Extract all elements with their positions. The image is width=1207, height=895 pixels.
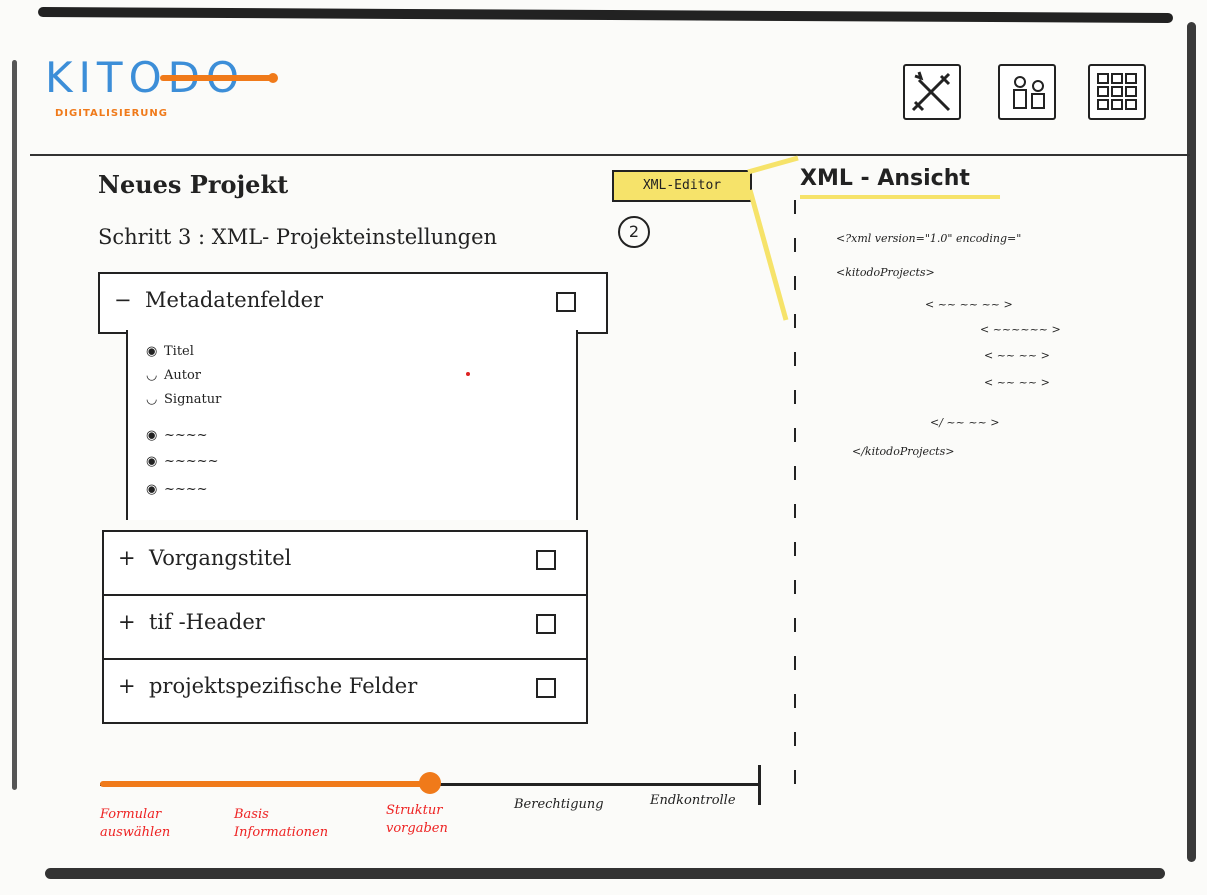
section-checkbox[interactable] [556, 292, 576, 312]
eye-closed-icon[interactable]: ◡ [146, 368, 158, 383]
frame-bottom-edge [45, 868, 1165, 879]
xml-line: < ~~ ~~ > [984, 376, 1050, 389]
red-dot-marker [466, 372, 470, 376]
xml-view-title: XML - Ansicht [800, 166, 970, 191]
field-item[interactable]: ◉~~~~ [146, 482, 208, 497]
progress-knob[interactable] [419, 772, 441, 794]
xml-line: <?xml version="1.0" encoding=" [836, 232, 1022, 245]
field-item-autor[interactable]: ◡Autor [146, 368, 202, 383]
section-tif-header[interactable]: + tif -Header [102, 594, 588, 660]
progress-fill [100, 781, 430, 787]
users-icon[interactable] [998, 64, 1056, 120]
eye-icon[interactable]: ◉ [146, 428, 158, 443]
xml-view-title-underline [800, 195, 1000, 199]
section-projektspezifische-felder[interactable]: + projektspezifische Felder [102, 658, 588, 724]
section-checkbox[interactable] [536, 678, 556, 698]
section-checkbox[interactable] [536, 614, 556, 634]
field-item[interactable]: ◉~~~~ [146, 428, 208, 443]
section-label: projektspezifische Felder [148, 674, 418, 698]
xml-line: </kitodoProjects> [852, 445, 955, 458]
xml-line: <kitodoProjects> [836, 266, 935, 279]
xml-editor-connector [747, 155, 799, 321]
field-item-signatur[interactable]: ◡Signatur [146, 392, 222, 407]
expand-toggle[interactable]: + [118, 546, 136, 570]
frame-right-edge [1187, 22, 1196, 862]
section-label: Metadatenfelder [144, 288, 324, 312]
xml-line: < ~~~~~~ > [980, 323, 1061, 336]
eye-icon[interactable]: ◉ [146, 482, 158, 497]
section-vorgangstitel[interactable]: + Vorgangstitel [102, 530, 588, 596]
field-item[interactable]: ◉~~~~~ [146, 454, 219, 469]
xml-editor-button[interactable]: XML-Editor [612, 170, 752, 202]
section-label: Vorgangstitel [148, 546, 292, 570]
xml-line: < ~~ ~~ > [984, 349, 1050, 362]
expand-toggle[interactable]: + [118, 674, 136, 698]
xml-line: < ~~ ~~ ~~ > [925, 298, 1013, 311]
collapse-toggle[interactable]: − [114, 288, 132, 312]
help-badge[interactable]: 2 [618, 216, 650, 248]
step-berechtigung[interactable]: Berechtigung [514, 797, 604, 812]
section-checkbox[interactable] [536, 550, 556, 570]
header-divider [30, 154, 1190, 156]
app-logo[interactable]: KITODO [45, 50, 305, 114]
section-metadatenfelder[interactable]: − Metadatenfelder [98, 272, 608, 334]
step-endkontrolle[interactable]: Endkontrolle [650, 793, 736, 808]
frame-top-edge [37, 7, 1174, 23]
page-title: Neues Projekt [98, 170, 289, 199]
eye-closed-icon[interactable]: ◡ [146, 392, 158, 407]
logo-graphic: KITODO [45, 53, 278, 102]
frame-left-edge [12, 60, 17, 790]
step-title: Schritt 3 : XML- Projekteinstellungen [98, 225, 498, 249]
expand-toggle[interactable]: + [118, 610, 136, 634]
tools-icon[interactable] [903, 64, 961, 120]
field-item-titel[interactable]: ◉Titel [146, 344, 194, 359]
xml-line: </ ~~ ~~ > [930, 416, 1000, 429]
eye-icon[interactable]: ◉ [146, 454, 158, 469]
grid-icon[interactable] [1088, 64, 1146, 120]
panel-divider [794, 200, 796, 800]
logo-tagline: DIGITALISIERUNG [55, 108, 168, 119]
progress-end-marker [758, 765, 761, 805]
section-label: tif -Header [148, 610, 265, 634]
metadata-field-list: ◉Titel ◡Autor ◡Signatur ◉~~~~ ◉~~~~~ ◉~~… [126, 330, 578, 520]
eye-icon[interactable]: ◉ [146, 344, 158, 359]
